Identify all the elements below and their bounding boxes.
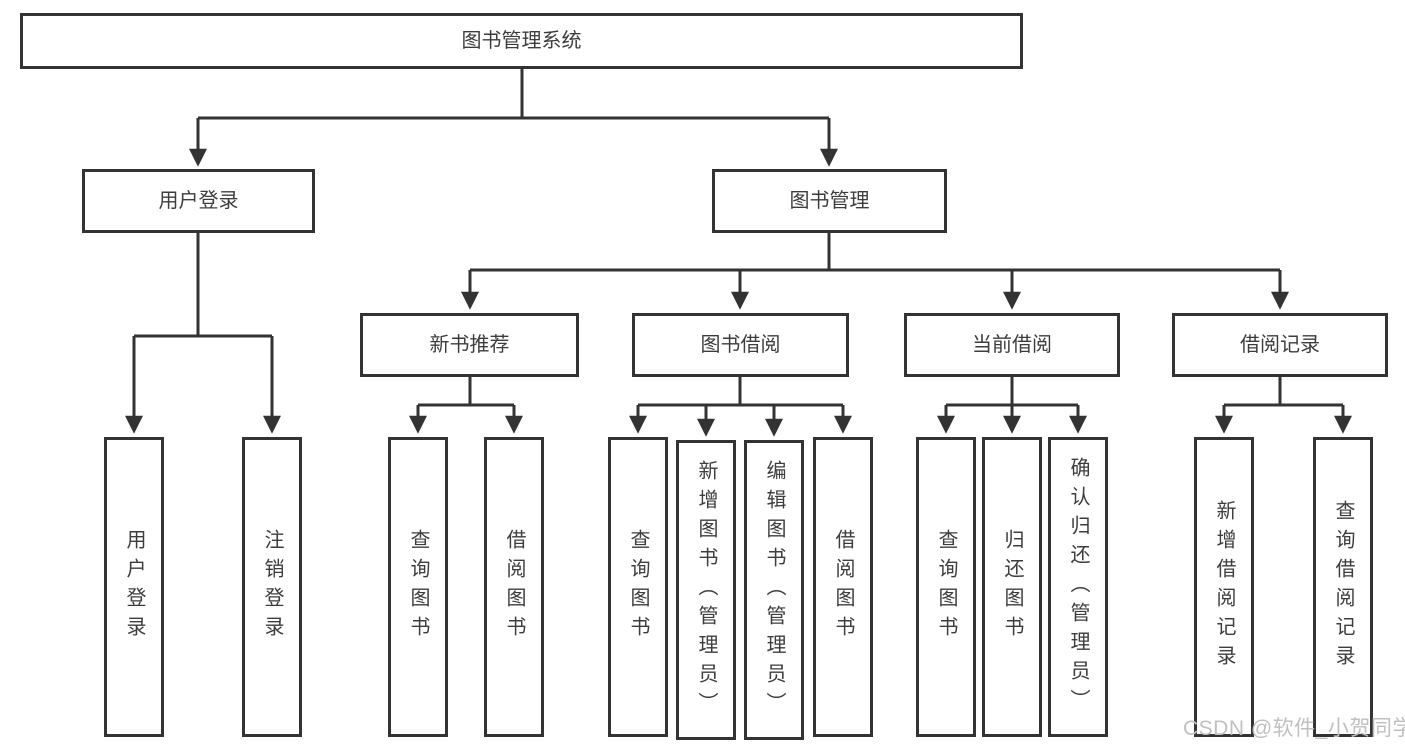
leaf-br-add-record: 新增借阅记录: [1194, 437, 1254, 737]
leaf-logout: 注销登录: [242, 437, 302, 737]
leaf-cb-return-books: 归还图书: [982, 437, 1042, 737]
connector-book-management-spine: [470, 233, 1280, 272]
leaf-br-query-record: 查询借阅记录: [1313, 437, 1373, 737]
connector-book-borrow-spine: [638, 377, 843, 407]
connector-new-book-spine: [418, 377, 514, 407]
leaf-nb-query-books: 查询图书: [388, 437, 448, 737]
node-user-login: 用户登录: [82, 169, 315, 233]
node-book-borrow: 图书借阅: [632, 313, 849, 377]
node-current-borrow: 当前借阅: [904, 313, 1120, 377]
leaf-bb-edit-books-admin: 编辑图书（管理员）: [744, 440, 804, 740]
connector-user-login-spine: [134, 233, 272, 338]
leaf-bb-query-books: 查询图书: [608, 437, 668, 737]
node-book-management: 图书管理: [712, 169, 947, 233]
node-root-system: 图书管理系统: [20, 13, 1023, 69]
csdn-watermark: CSDN @软件_小贺同学: [1183, 717, 1405, 740]
node-new-book-recommend: 新书推荐: [360, 313, 579, 377]
connector-root-spine: [198, 69, 829, 120]
connector-current-borrow-spine: [946, 377, 1078, 407]
leaf-cb-query-books: 查询图书: [916, 437, 976, 737]
leaf-cb-confirm-return-admin: 确认归还（管理员）: [1048, 437, 1108, 737]
leaf-bb-borrow-books: 借阅图书: [813, 437, 873, 737]
connector-borrow-records-spine: [1224, 377, 1343, 407]
leaf-bb-add-books-admin: 新增图书（管理员）: [676, 440, 736, 740]
node-borrow-records: 借阅记录: [1172, 313, 1388, 377]
leaf-nb-borrow-books: 借阅图书: [484, 437, 544, 737]
leaf-user-login: 用户登录: [104, 437, 164, 737]
